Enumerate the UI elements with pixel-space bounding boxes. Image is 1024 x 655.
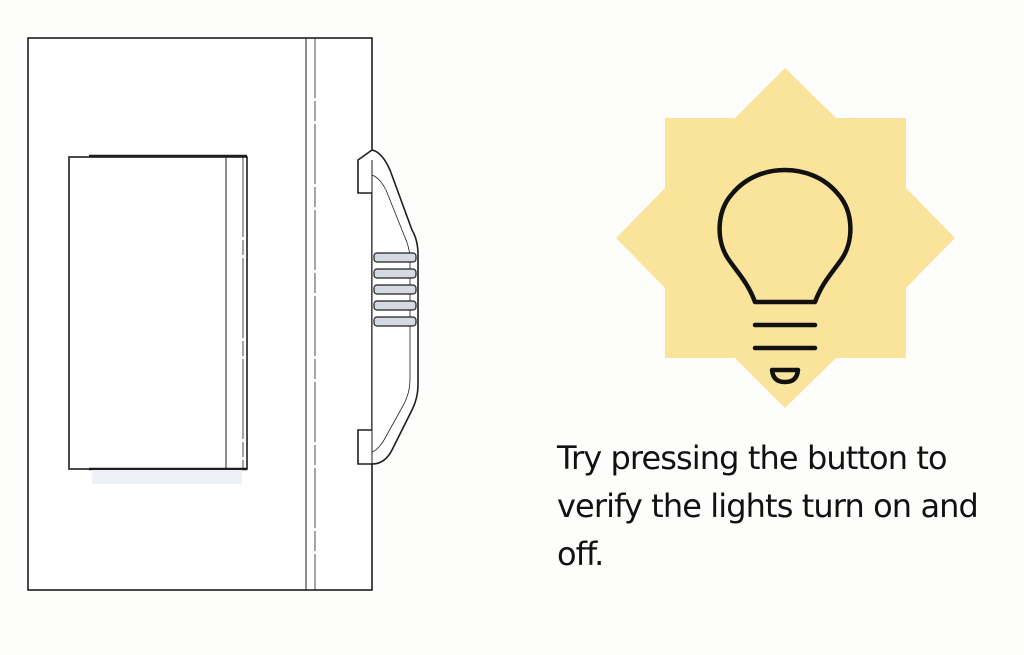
- rocker-button: [68, 154, 248, 484]
- bulb-outline: [717, 167, 853, 385]
- light-switch-side-view-icon: [27, 37, 419, 591]
- instruction-text: Try pressing the button to verify the li…: [557, 439, 979, 573]
- sunburst-shape: [616, 68, 955, 408]
- vent-slots: [373, 252, 417, 327]
- light-bulb-icon: [616, 68, 955, 408]
